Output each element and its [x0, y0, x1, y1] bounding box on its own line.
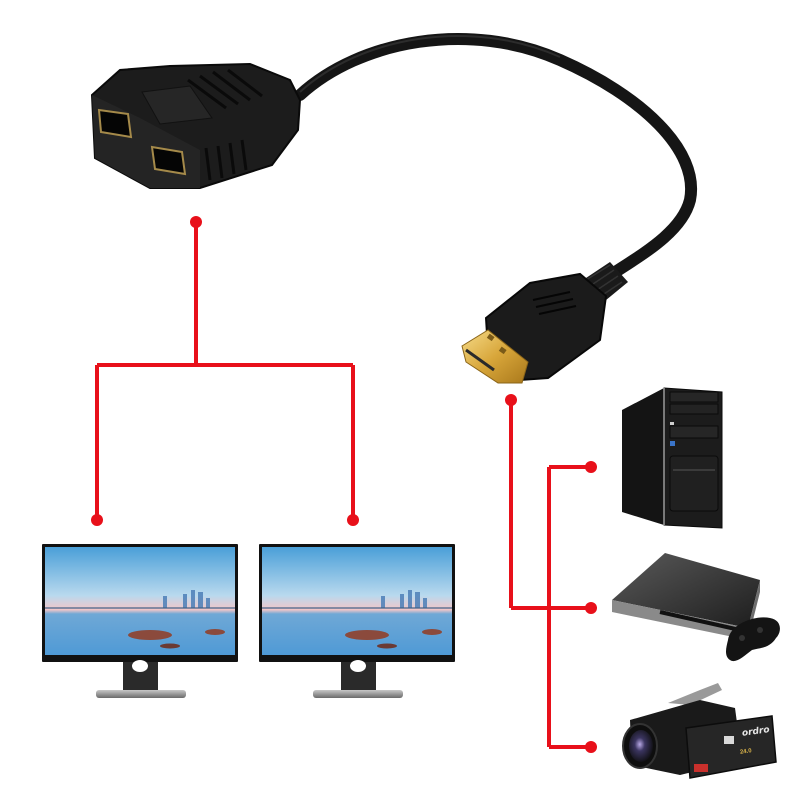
connector-dots: [91, 216, 597, 753]
hdmi-port-1: [97, 108, 133, 139]
connector-lines: [95, 222, 591, 749]
game-controller: [726, 617, 780, 662]
hdmi-plug: [461, 262, 628, 384]
game-console: [612, 553, 780, 662]
dot-plug: [505, 394, 517, 406]
grip-ribs: [187, 68, 263, 181]
hdmi-cable: [294, 33, 698, 296]
dot-console: [585, 602, 597, 614]
dot-splitter: [190, 216, 202, 228]
monitor-right: [259, 544, 455, 698]
dot-camcorder: [585, 741, 597, 753]
dot-monitor-right: [347, 514, 359, 526]
monitor-left: [42, 544, 238, 698]
hdmi-port-2: [150, 145, 187, 176]
dot-pc: [585, 461, 597, 473]
camcorder: [622, 683, 777, 779]
hdmi-splitter: [90, 62, 302, 189]
desktop-pc-tower: [622, 387, 723, 529]
dot-monitor-left: [91, 514, 103, 526]
